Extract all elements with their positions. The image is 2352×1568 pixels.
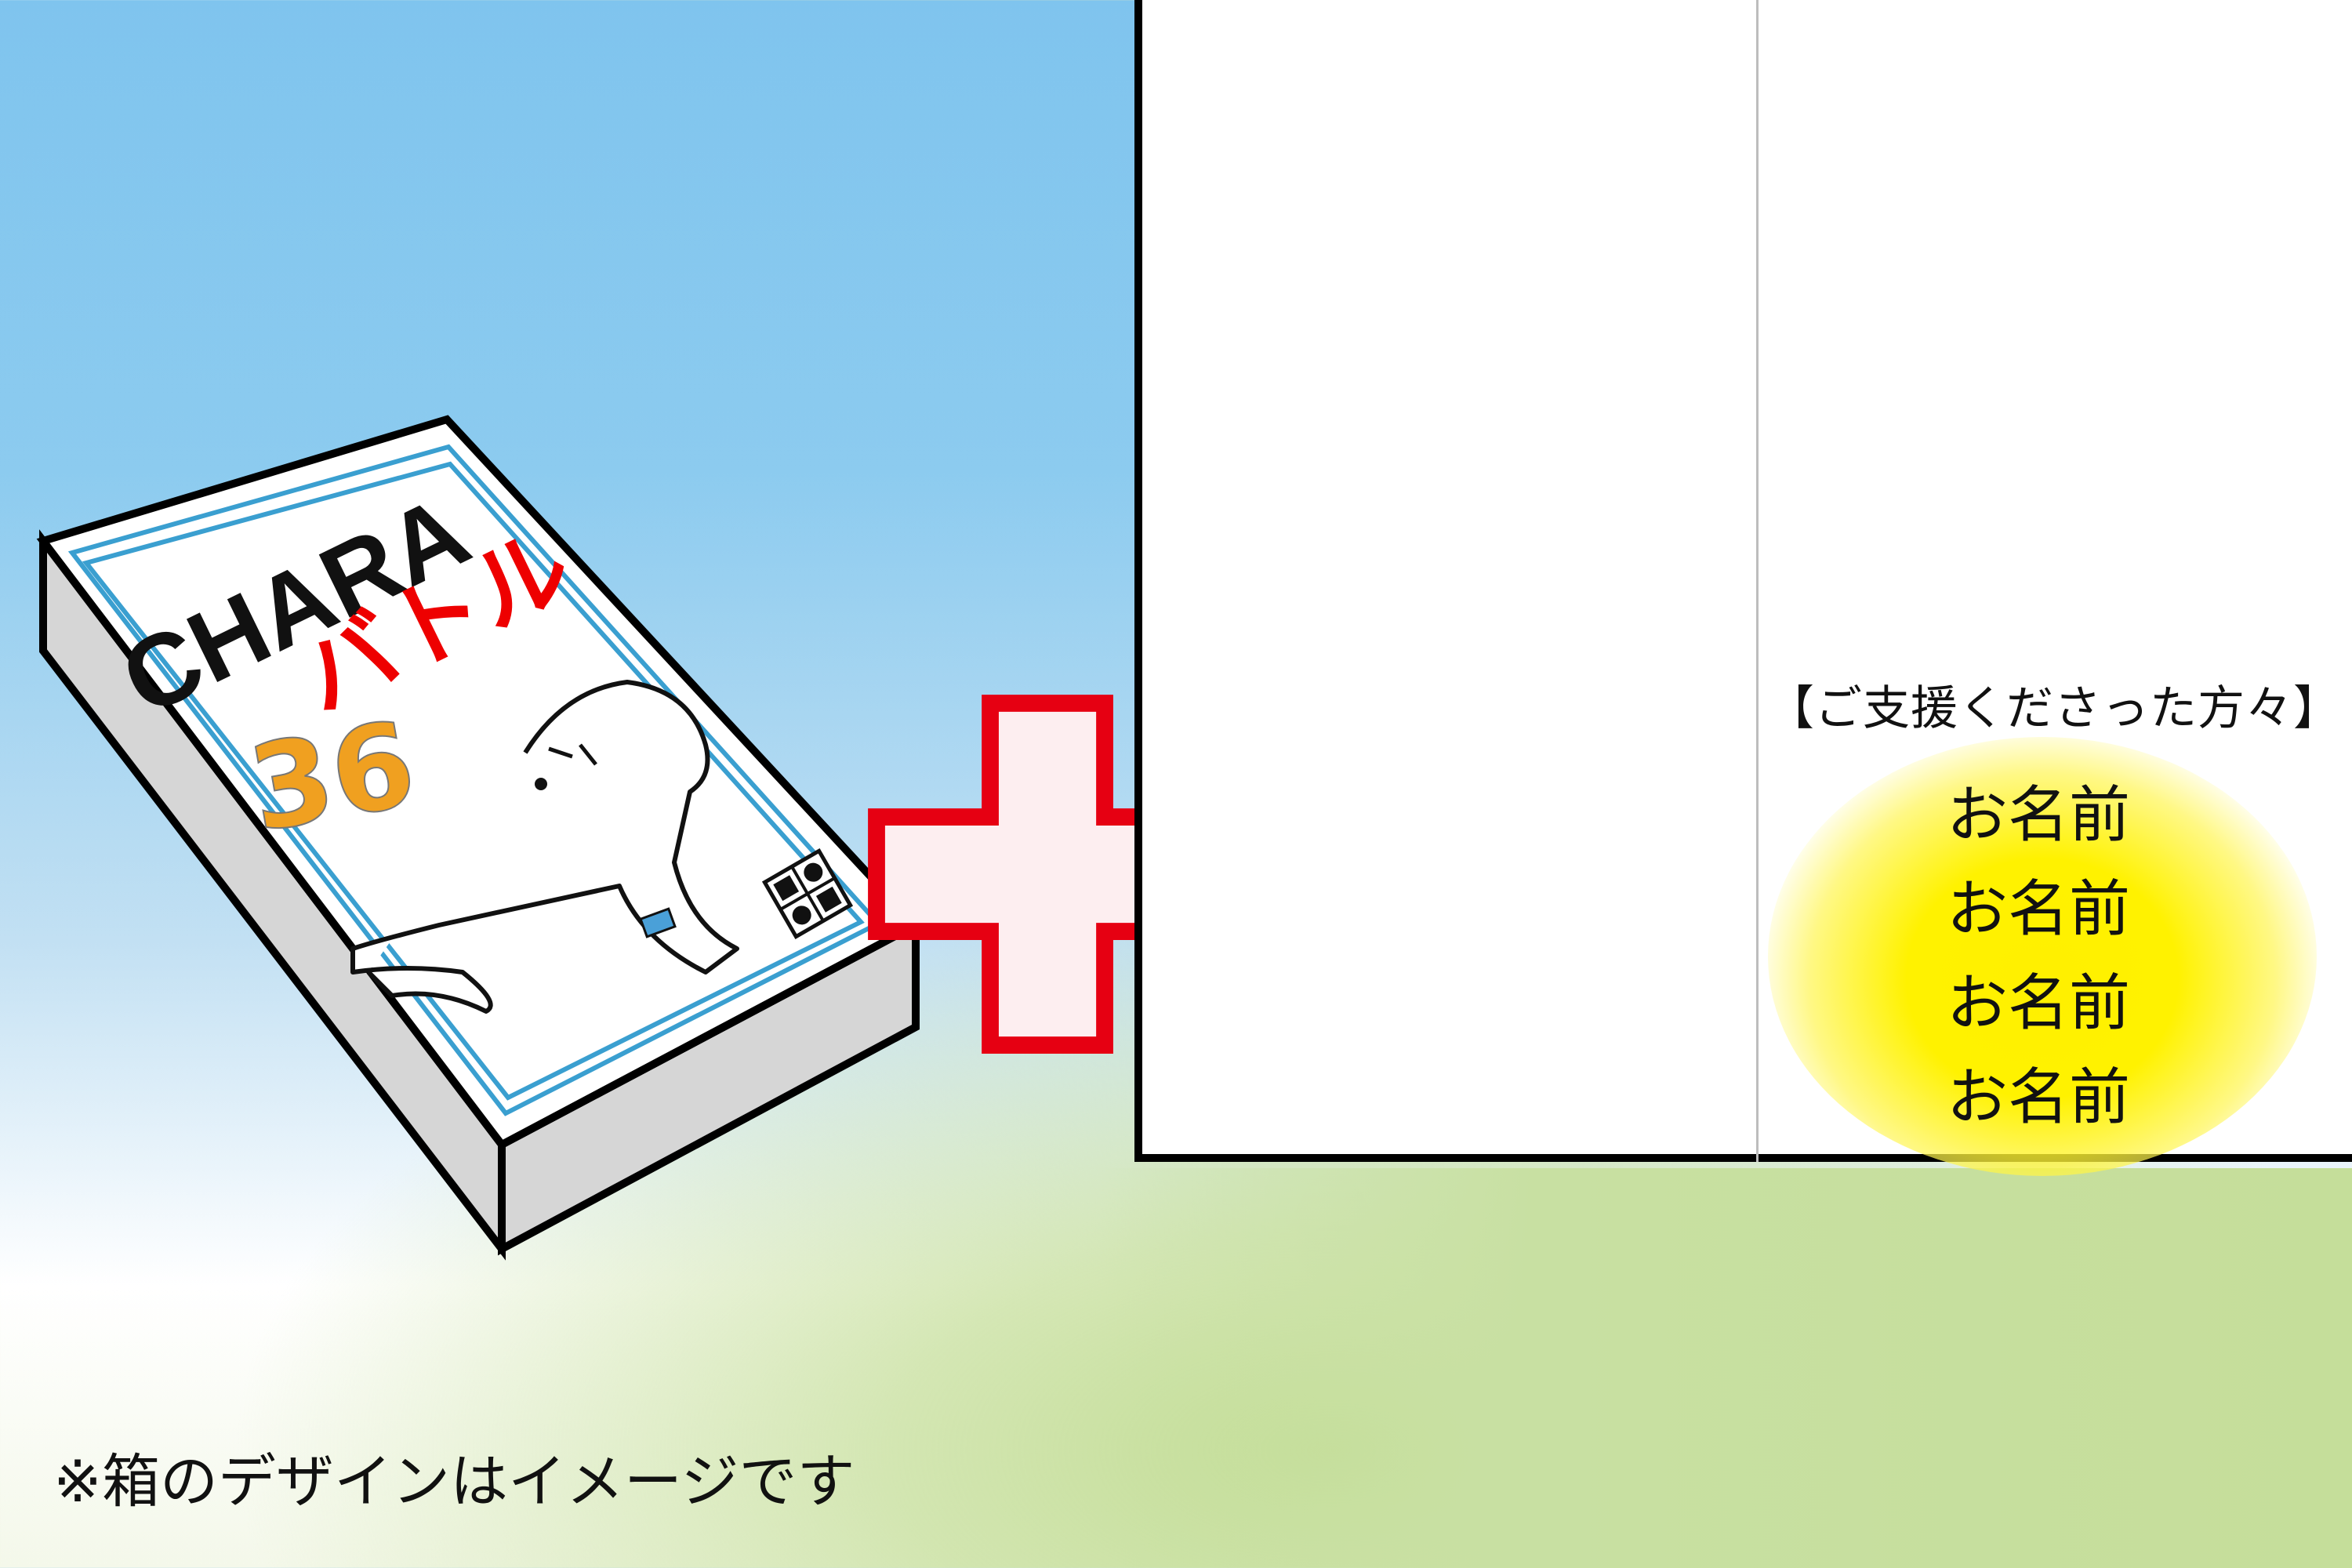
supporters-heading: 【ご支援くださった方々】: [1767, 681, 2341, 736]
animal-icon: [804, 862, 823, 882]
fire-icon: [792, 906, 811, 925]
game-box-illustration: CHARA バトル 36: [36, 415, 923, 1261]
design-disclaimer: ※箱のデザインはイメージです: [53, 1448, 855, 1515]
supporter-names-list: お名前 お名前 お名前 お名前: [1756, 768, 2321, 1145]
box-number: 36: [240, 696, 425, 859]
supporter-name: お名前: [1946, 968, 2130, 1039]
plus-icon: [868, 695, 1227, 1054]
dice-icon: [773, 875, 800, 902]
box-icon-grid: [761, 848, 854, 940]
frame-divider: [1756, 0, 1759, 1162]
supporter-name: お名前: [1946, 780, 2130, 851]
supporter-name: お名前: [1946, 874, 2130, 945]
background-green-gradient: [1098, 1168, 2352, 1568]
card-icon: [815, 886, 842, 913]
supporter-name: お名前: [1946, 1062, 2130, 1133]
names-highlight: [1768, 737, 2317, 1176]
